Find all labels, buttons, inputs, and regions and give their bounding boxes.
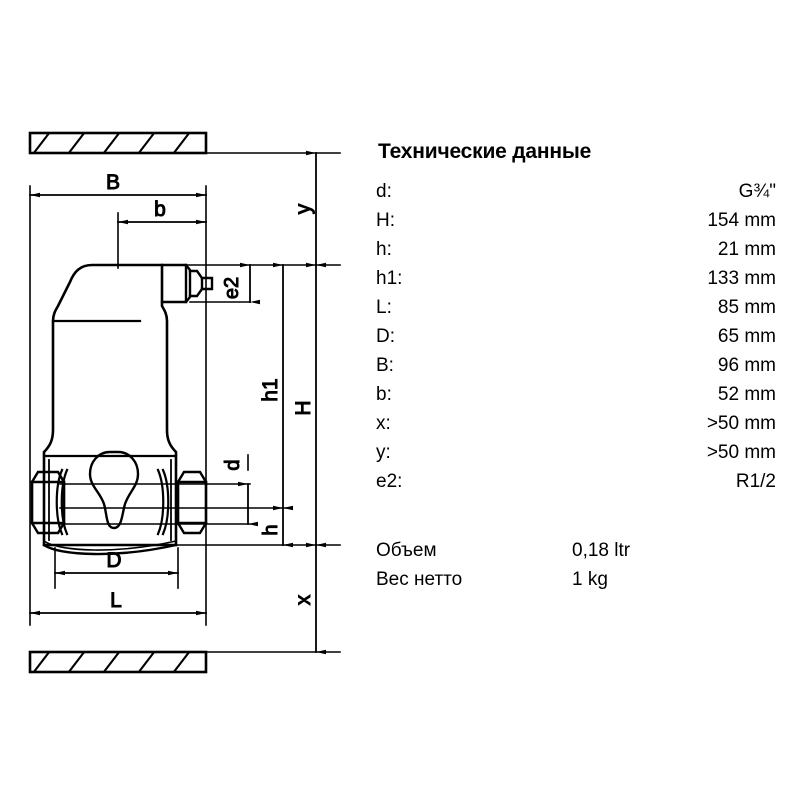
spec-value: 133 mm xyxy=(707,268,776,289)
volume-weight-panel: Объем 0,18 ltr Вес нетто 1 kg xyxy=(376,536,636,594)
bottom-wall-hatched xyxy=(28,650,208,674)
dimension-H: H xyxy=(292,262,326,548)
extra-label: Вес нетто xyxy=(376,569,463,590)
spec-label: d: xyxy=(376,181,392,202)
spec-value: 52 mm xyxy=(717,384,776,405)
table-row: h: 21 mm xyxy=(376,235,776,264)
spec-label: B: xyxy=(376,355,394,376)
table-row: D: 65 mm xyxy=(376,322,776,351)
top-wall-hatched xyxy=(28,131,208,155)
table-row: L: 85 mm xyxy=(376,293,776,322)
left-hex-nut xyxy=(30,470,66,535)
table-row: Вес нетто 1 kg xyxy=(376,565,636,594)
spec-value: 21 mm xyxy=(717,239,776,260)
dimension-h: h xyxy=(260,505,293,548)
spec-label: e2: xyxy=(376,471,403,492)
page-title: Технические данные xyxy=(378,140,592,163)
extra-value: 1 kg xyxy=(572,569,608,590)
dimension-h1: h1 xyxy=(259,262,293,511)
table-row: d: G¾" xyxy=(376,177,776,206)
spec-value: 154 mm xyxy=(707,210,776,231)
valve-body-outline xyxy=(42,263,178,556)
dimension-B: B xyxy=(29,171,207,198)
table-row: x: >50 mm xyxy=(376,409,776,438)
table-row: H: 154 mm xyxy=(376,206,776,235)
spec-value: 65 mm xyxy=(717,326,776,347)
spec-label: D: xyxy=(376,326,395,347)
spec-label: L: xyxy=(376,297,392,318)
float-bulb-shape xyxy=(88,450,140,530)
spec-value: G¾" xyxy=(738,181,776,202)
dimension-label-b: b xyxy=(154,198,166,221)
spec-label: b: xyxy=(376,384,392,405)
table-row: Объем 0,18 ltr xyxy=(376,536,636,565)
dimension-label-e2: e2 xyxy=(221,277,243,299)
spec-label: h1: xyxy=(376,268,403,289)
spec-label: x: xyxy=(376,413,391,434)
table-row: h1: 133 mm xyxy=(376,264,776,293)
dimension-L: L xyxy=(29,589,207,616)
dimension-label-B: B xyxy=(106,171,120,194)
right-hex-nut xyxy=(176,470,208,535)
dimension-d: d xyxy=(222,454,258,527)
dimension-label-H: H xyxy=(292,400,315,415)
dimension-x: x xyxy=(292,542,326,655)
table-row: e2: R1/2 xyxy=(376,467,776,496)
spec-value: R1/2 xyxy=(735,471,776,492)
air-vent-head xyxy=(160,263,214,304)
dimension-label-x: x xyxy=(292,594,315,605)
spec-value: 85 mm xyxy=(717,297,776,318)
valve-technical-drawing: B b D L y xyxy=(28,131,341,674)
dimension-b: b xyxy=(117,198,207,225)
dimension-e2: e2 xyxy=(221,262,260,305)
spec-label: h: xyxy=(376,239,392,260)
table-row: y: >50 mm xyxy=(376,438,776,467)
dimension-y: y xyxy=(292,150,326,268)
dimension-label-L: L xyxy=(110,589,122,612)
dimension-label-h1: h1 xyxy=(259,378,282,401)
dimension-label-D: D xyxy=(106,549,121,572)
table-row: B: 96 mm xyxy=(376,351,776,380)
dimension-label-h: h xyxy=(260,524,282,535)
dimension-D: D xyxy=(54,549,179,576)
dimension-label-y: y xyxy=(292,203,315,214)
dimension-label-d: d xyxy=(222,459,244,470)
extra-label: Объем xyxy=(376,540,437,561)
extra-value: 0,18 ltr xyxy=(572,540,631,561)
spec-value: >50 mm xyxy=(706,413,776,434)
technical-data-panel: Технические данные d: G¾" H: 154 mm h: 2… xyxy=(376,140,776,496)
spec-value: >50 mm xyxy=(706,442,776,463)
spec-value: 96 mm xyxy=(717,355,776,376)
spec-label: H: xyxy=(376,210,395,231)
table-row: b: 52 mm xyxy=(376,380,776,409)
spec-label: y: xyxy=(376,442,391,463)
